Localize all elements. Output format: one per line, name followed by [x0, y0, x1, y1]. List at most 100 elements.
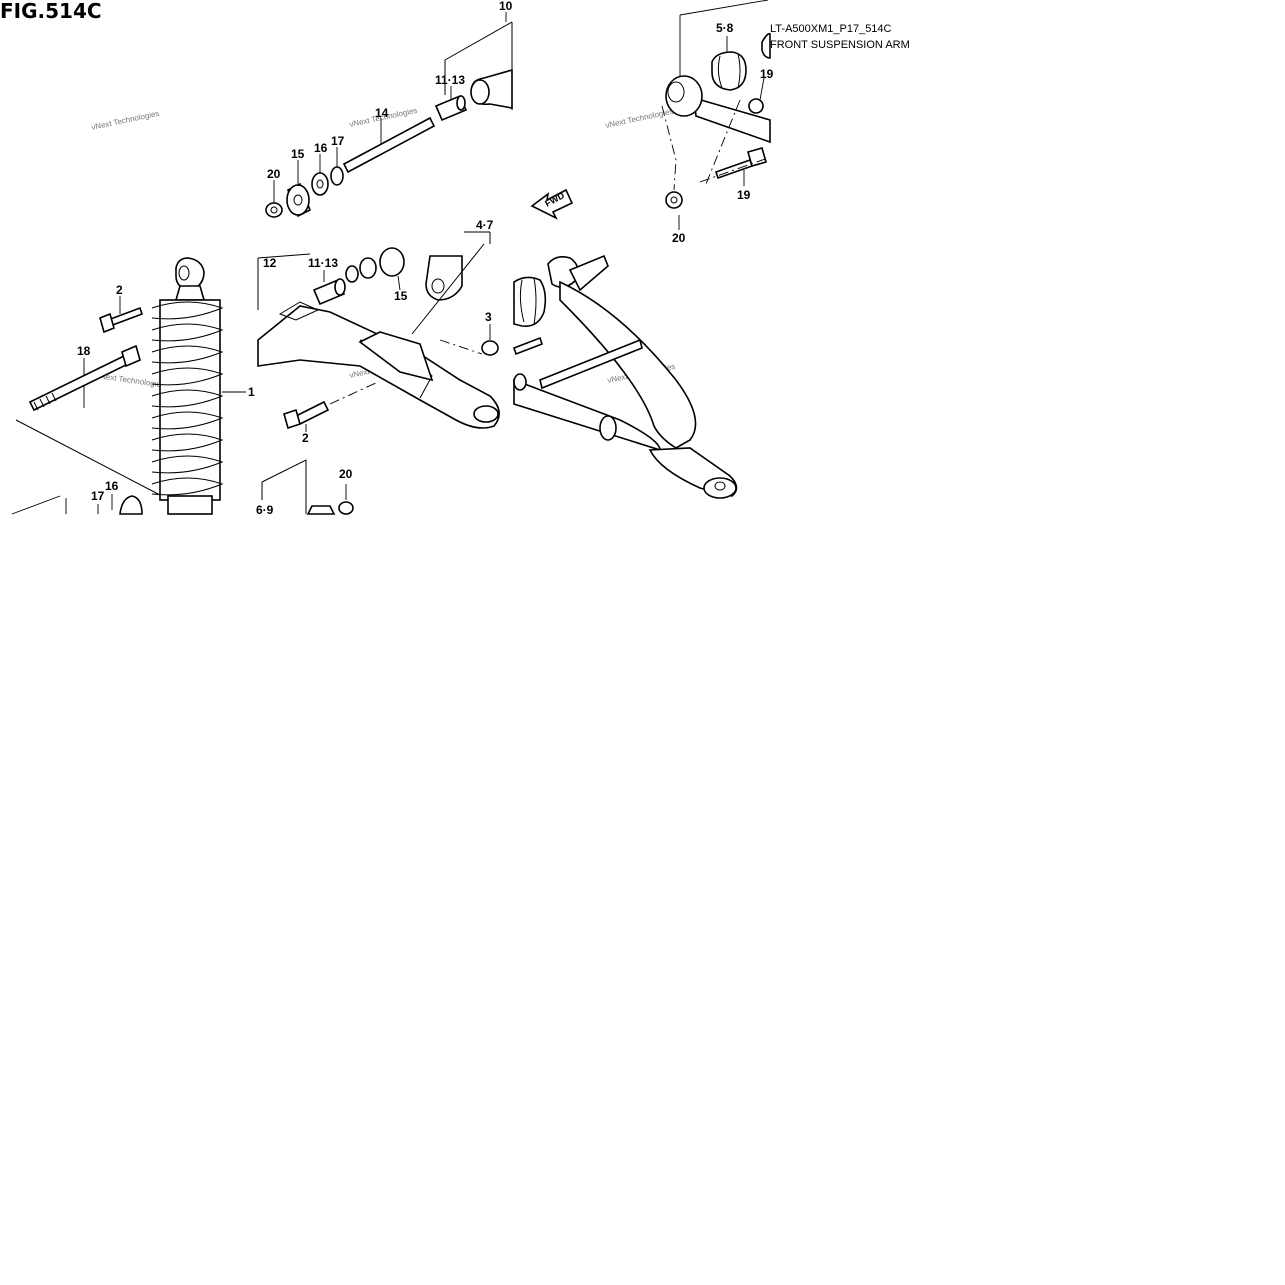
- nut-20: [265, 202, 283, 218]
- callout-20: 20: [672, 231, 686, 245]
- callout-2: 2: [116, 283, 123, 297]
- arm-eye-tube: [568, 254, 609, 292]
- pivot-pipe-14: [342, 116, 436, 174]
- callout-16: 16: [105, 479, 119, 493]
- a-arm-tube: [559, 280, 697, 449]
- callout-20: 20: [267, 167, 281, 181]
- spacer-hole: [293, 194, 303, 206]
- ring-17: [330, 166, 344, 186]
- center-line: [661, 105, 677, 191]
- bolt-head-19: [748, 98, 764, 114]
- a-arm-panel: [512, 254, 738, 499]
- callout-15: 15: [291, 147, 305, 161]
- mount-tab: [599, 415, 617, 441]
- ball-joint-hole: [714, 481, 726, 491]
- callout-labels: 10 11·13 14 15 16 17 20 5·8 19 19 20 4·7…: [77, 0, 774, 517]
- leader-line: [679, 0, 769, 16]
- nut-20: [338, 501, 354, 515]
- nut-hole: [670, 196, 678, 204]
- long-bolt-head: [121, 344, 141, 368]
- upper-arm-eye: [665, 75, 703, 117]
- callout-1: 1: [248, 385, 255, 399]
- leader-line: [411, 231, 491, 335]
- shock-eye-hole: [178, 265, 190, 281]
- spacer-15: [379, 247, 405, 277]
- spacer-face: [286, 184, 310, 216]
- leader-line: [11, 495, 61, 515]
- shock-eye-hole: [431, 278, 445, 294]
- callout-16: 16: [314, 141, 328, 155]
- coil-spring: [151, 301, 224, 496]
- bolt-thread: [33, 392, 57, 411]
- center-line: [705, 99, 741, 185]
- lower-arm-panel: [257, 231, 500, 515]
- callout-11-13: 11·13: [435, 73, 465, 87]
- shock-absorber-panel: [11, 257, 246, 515]
- shock-lower-body: [167, 495, 213, 515]
- leader-line: [261, 459, 307, 514]
- center-line: [439, 339, 483, 355]
- watermark: vNext Technologies: [91, 109, 161, 132]
- callout-15: 15: [394, 289, 408, 303]
- bolt-19-head: [747, 147, 767, 167]
- a-arm-crossbar: [539, 338, 643, 390]
- callout-5-8: 5·8: [716, 21, 734, 35]
- bushing-5-8: [711, 51, 747, 91]
- shock-top-mount: [174, 285, 206, 301]
- nut-20: [665, 191, 683, 209]
- callout-11-13: 11·13: [308, 256, 338, 270]
- center-line: [699, 157, 769, 183]
- upper-arm-panel: [661, 0, 771, 230]
- collar-end: [456, 95, 466, 111]
- figure-subtitle: FRONT SUSPENSION ARM: [770, 39, 910, 51]
- nut-hole: [270, 206, 278, 214]
- callout-17: 17: [331, 134, 345, 148]
- washer-16: [359, 257, 377, 279]
- figure-code: LT-A500XM1_P17_514C: [770, 23, 892, 35]
- callout-19: 19: [760, 67, 774, 81]
- bolt-2: [294, 400, 330, 426]
- callout-17: 17: [91, 489, 105, 503]
- long-bolt-18: [28, 354, 130, 412]
- ball-joint-seat: [473, 405, 499, 423]
- callout-19: 19: [737, 188, 751, 202]
- lower-arm: [257, 305, 500, 429]
- callout-18: 18: [77, 344, 91, 358]
- fwd-arrow: FWD: [530, 188, 574, 220]
- callout-3: 3: [485, 310, 492, 324]
- bushing-ribs: [519, 277, 537, 325]
- washer-hole: [316, 179, 324, 189]
- callout-14: 14: [375, 106, 389, 120]
- figure-title: FIG.514C: [0, 0, 102, 23]
- shock-bracket: [358, 331, 434, 382]
- leader-line: [759, 77, 765, 101]
- arm-pivot: [278, 301, 320, 321]
- bolt-2-head: [99, 312, 115, 334]
- washer-16: [311, 172, 329, 196]
- bolt-19: [512, 336, 544, 356]
- callout-6-9: 6·9: [256, 503, 274, 517]
- fwd-arrow-icon: [530, 188, 574, 220]
- bolt-19: [714, 158, 754, 180]
- leader-line: [257, 253, 311, 310]
- nut-3: [481, 340, 499, 356]
- callout-10: 10: [499, 0, 513, 13]
- bolt-2-head: [283, 408, 301, 430]
- callout-20: 20: [339, 467, 353, 481]
- shock-lower-eye: [425, 255, 463, 301]
- upper-pivot-assembly: [265, 12, 513, 218]
- bushing-left: [513, 276, 547, 328]
- collar-end: [334, 278, 346, 296]
- bushing-ribs: [717, 53, 741, 89]
- bushing-6-9: [306, 505, 336, 515]
- callout-12: 12: [263, 256, 277, 270]
- spacer-16: [119, 495, 143, 515]
- bushing-end: [470, 79, 490, 105]
- leader-line: [15, 419, 161, 496]
- small-bushing: [761, 32, 771, 59]
- center-line: [329, 381, 379, 405]
- ball-joint: [703, 477, 737, 499]
- watermark: vNext Technologies: [605, 107, 675, 130]
- ring-17: [345, 265, 359, 283]
